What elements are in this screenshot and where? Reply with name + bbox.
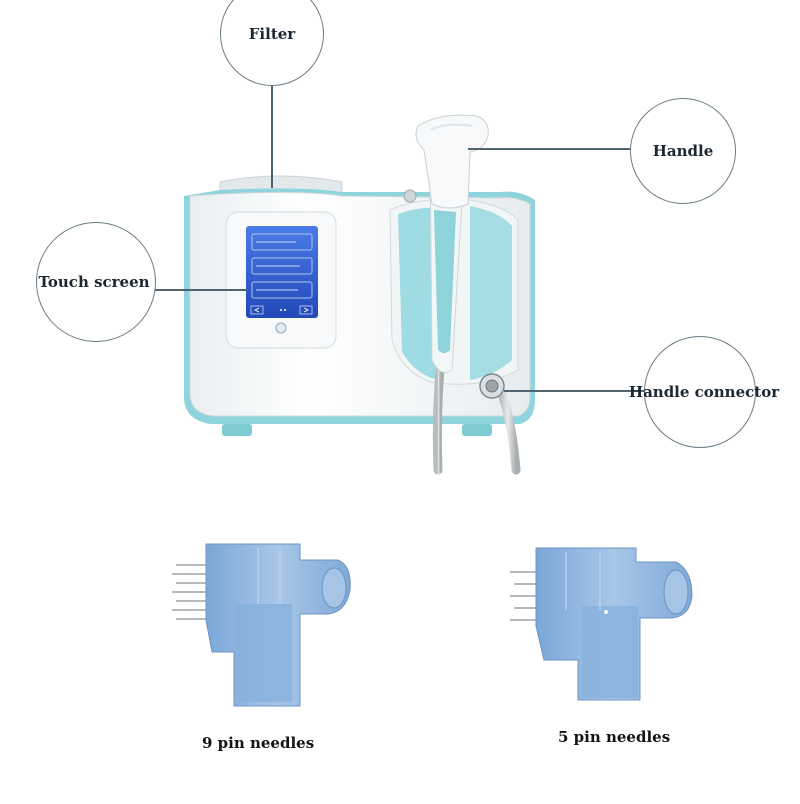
nine-pin-needles-caption: 9 pin needles bbox=[202, 734, 315, 752]
nine-pin-needle-cartridge bbox=[172, 543, 351, 707]
handle-label: Handle bbox=[652, 142, 714, 160]
touch-screen-display bbox=[246, 226, 318, 334]
handle-connector-port bbox=[479, 373, 505, 399]
handle-connector-label: Handle connector bbox=[628, 383, 780, 401]
touch-screen-callout: Touch screen bbox=[36, 222, 156, 342]
home-button-icon bbox=[275, 322, 287, 334]
filter-leader-line bbox=[271, 84, 273, 188]
filter-label: Filter bbox=[248, 25, 296, 43]
chevron-right-icon bbox=[299, 305, 313, 315]
chevron-left-icon bbox=[250, 305, 264, 315]
handle-callout: Handle bbox=[630, 98, 736, 204]
handle-connector-callout: Handle connector bbox=[629, 336, 779, 448]
five-pin-needle-cartridge bbox=[510, 547, 693, 701]
handle-leader-line bbox=[468, 148, 632, 150]
five-pin-needles-caption: 5 pin needles bbox=[558, 728, 671, 746]
handle-device bbox=[415, 114, 521, 475]
handle-connector-leader-line bbox=[504, 390, 646, 392]
device-body bbox=[184, 175, 535, 436]
touch-screen-leader-line bbox=[150, 289, 248, 291]
touch-screen-label: Touch screen bbox=[38, 273, 150, 291]
